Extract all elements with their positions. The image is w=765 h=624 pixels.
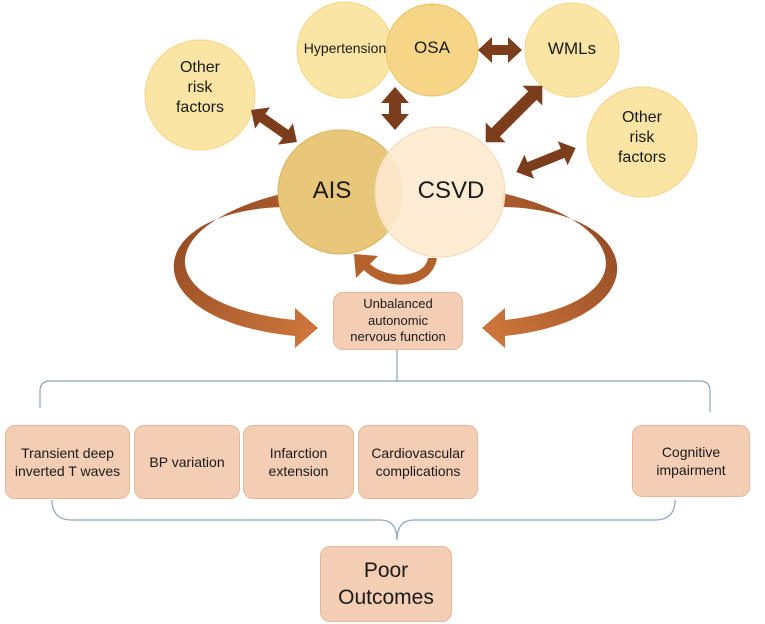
- outcome-box-bp-variation: BP variation: [134, 425, 240, 499]
- unbalanced-line: nervous function: [350, 329, 446, 345]
- other-risk-right-line: Other: [621, 109, 662, 126]
- poor-outcomes-line: Outcomes: [338, 586, 434, 609]
- outcome-line: complications: [375, 463, 461, 479]
- outcome-box-cognitive: Cognitive impairment: [632, 425, 750, 497]
- other-risk-right-label: Other risk factors: [602, 108, 682, 168]
- wmls-circle: [524, 2, 620, 98]
- feedback-arrow: [354, 254, 437, 285]
- outcome-box-infarction: Infarction extension: [243, 425, 354, 499]
- outcome-box-cardiovascular: Cardiovascular complications: [358, 425, 478, 499]
- other-risk-left-line: risk: [187, 79, 213, 96]
- arrow-otherrisk-right: [516, 141, 576, 179]
- other-risk-right-line: risk: [629, 129, 655, 146]
- arrow-wmls-csvd: [485, 85, 543, 143]
- top-bracket: [39, 380, 711, 412]
- outcome-line: Infarction: [269, 444, 328, 461]
- outcome-line: Cardiovascular: [371, 444, 465, 461]
- csvd-circle: [374, 126, 506, 258]
- outcome-line: extension: [268, 463, 329, 479]
- poor-outcomes-line: Poor: [363, 558, 409, 582]
- curve-arrow-left: [173, 193, 318, 348]
- hypertension-label: Hypertension: [303, 40, 387, 56]
- arrow-osa-ais: [381, 87, 409, 130]
- csvd-label: CSVD: [417, 177, 485, 204]
- other-risk-right-circle: [586, 86, 698, 198]
- curve-arrow-right: [482, 193, 618, 348]
- outcome-line: impairment: [656, 462, 726, 478]
- ais-label: AIS: [312, 177, 352, 204]
- outcome-line: BP variation: [149, 453, 225, 470]
- outcome-line: Cognitive: [661, 443, 721, 460]
- bottom-brace: [51, 499, 676, 541]
- other-risk-right-line: factors: [617, 149, 666, 166]
- poor-outcomes-box: Poor Outcomes: [320, 546, 452, 622]
- other-risk-left-circle: [144, 39, 256, 151]
- unbalanced-autonomic-box: Unbalanced autonomic nervous function: [333, 292, 463, 350]
- osa-label: OSA: [414, 38, 450, 57]
- outcome-line: inverted T waves: [14, 463, 121, 479]
- outcome-box-t-waves: Transient deep inverted T waves: [5, 425, 130, 499]
- other-risk-left-line: factors: [175, 99, 224, 116]
- unbalanced-line: Unbalanced: [363, 295, 433, 311]
- wmls-label: WMLs: [547, 39, 597, 58]
- arrow-otherrisk-left: [251, 107, 297, 145]
- outcome-line: Transient deep: [21, 444, 114, 461]
- other-risk-left-label: Other risk factors: [160, 58, 240, 118]
- other-risk-left-line: Other: [179, 59, 220, 76]
- unbalanced-line: autonomic: [368, 312, 428, 328]
- arrow-osa-wmls: [478, 37, 522, 63]
